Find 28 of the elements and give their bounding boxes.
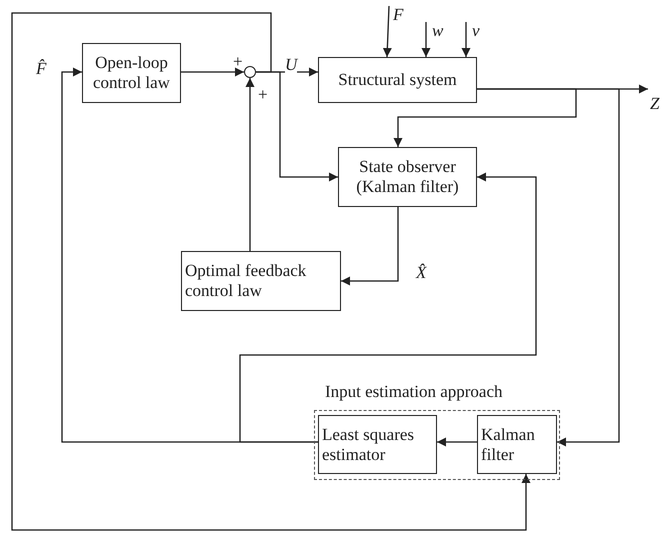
edge-label: F̂ <box>36 60 46 77</box>
process-box: Kalman filter <box>477 415 557 474</box>
arrow <box>422 22 430 57</box>
process-box: Open-loop control law <box>82 43 181 103</box>
arrow <box>382 6 392 58</box>
signal-symbol: F <box>387 6 407 30</box>
group-title: Input estimation approach <box>325 382 503 402</box>
process-box: Optimal feedback control law <box>181 251 341 311</box>
sign-label: + <box>233 53 243 70</box>
process-box: State observer (Kalman filter) <box>338 147 477 207</box>
signal-symbol: w <box>426 22 444 42</box>
arrow <box>239 172 537 443</box>
arrow <box>477 88 620 446</box>
signal-symbol: v <box>466 22 482 42</box>
arrow <box>341 207 399 286</box>
summing-junction <box>244 66 256 78</box>
edge-label: U <box>285 56 298 73</box>
arrow <box>394 88 577 147</box>
arrow <box>462 22 470 57</box>
process-box: Least squares estimator <box>318 415 437 474</box>
arrow <box>181 68 244 76</box>
signal-symbol: Z <box>648 82 668 112</box>
arrow <box>437 438 477 446</box>
sign-label: + <box>258 86 268 103</box>
edge-label: X̂ <box>416 264 426 281</box>
process-box: Structural system <box>318 57 477 103</box>
arrow <box>246 78 254 251</box>
arrow <box>11 12 530 531</box>
